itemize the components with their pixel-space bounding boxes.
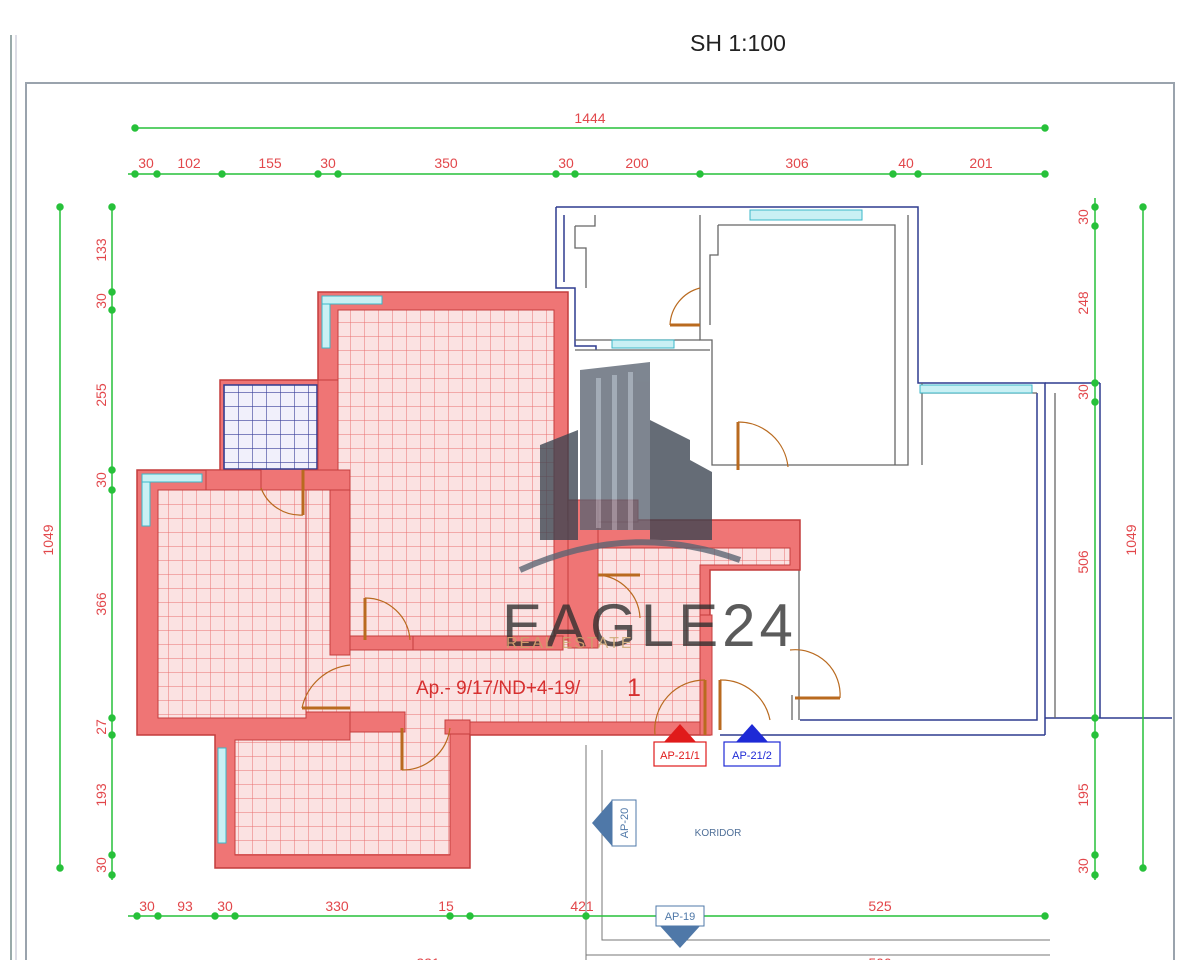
balcony bbox=[223, 384, 318, 470]
tag-label: AP-21/1 bbox=[660, 750, 700, 762]
dim-label: 350 bbox=[434, 155, 458, 171]
dim-label: 366 bbox=[93, 592, 109, 616]
dim-label: 255 bbox=[93, 383, 109, 407]
tag-ap21-1: AP-21/1 bbox=[653, 724, 707, 767]
dim-label: 221 bbox=[416, 955, 440, 960]
dim-bottom-row: 30 93 30 330 15 421 525 221 500 bbox=[139, 898, 892, 960]
watermark-brand: EAGLE24 bbox=[502, 592, 797, 659]
dim-label: 30 bbox=[320, 155, 336, 171]
neighbor-unit bbox=[555, 206, 1172, 736]
dim-label: 102 bbox=[177, 155, 201, 171]
dim-label: 133 bbox=[93, 238, 109, 262]
tag-label: AP-21/2 bbox=[732, 750, 772, 762]
dim-label: 30 bbox=[93, 857, 109, 873]
apartment-rooms bbox=[157, 309, 791, 856]
apartment-windows bbox=[141, 295, 383, 844]
dim-right-col: 30 248 30 506 195 30 bbox=[1075, 209, 1091, 874]
dimension-lines bbox=[56, 124, 1147, 920]
dim-label: 421 bbox=[570, 898, 594, 914]
dim-label: 330 bbox=[325, 898, 349, 914]
dim-left-total: 1049 bbox=[40, 524, 56, 555]
dim-top-total: 1444 bbox=[574, 110, 605, 126]
dim-label: 30 bbox=[1075, 858, 1091, 874]
tag-ap20: AP-20 bbox=[592, 799, 637, 847]
apartment-inner-walls bbox=[205, 379, 713, 736]
dim-label: 15 bbox=[438, 898, 454, 914]
dim-label: 525 bbox=[868, 898, 892, 914]
dim-label: 506 bbox=[1075, 550, 1091, 574]
dim-label: 30 bbox=[93, 472, 109, 488]
scale-label: SH 1:100 bbox=[690, 30, 786, 56]
dim-label: 30 bbox=[138, 155, 154, 171]
dim-label: 30 bbox=[1075, 209, 1091, 225]
watermark-sub: REAL ESTATE bbox=[506, 635, 634, 652]
neighbor-windows bbox=[611, 209, 1033, 394]
drawing-frame bbox=[25, 82, 1175, 960]
dim-label: 306 bbox=[785, 155, 809, 171]
dim-label: 195 bbox=[1075, 783, 1091, 807]
dim-label: 40 bbox=[898, 155, 914, 171]
dim-label: 201 bbox=[969, 155, 993, 171]
dim-label: 193 bbox=[93, 783, 109, 807]
dim-label: 500 bbox=[868, 955, 892, 960]
dim-left-col: 133 30 255 30 366 27 193 30 bbox=[93, 238, 109, 873]
dim-label: 27 bbox=[93, 719, 109, 735]
tag-ap19: AP-19 bbox=[655, 905, 705, 948]
tag-label: AP-20 bbox=[619, 808, 631, 839]
building-icon bbox=[540, 362, 712, 540]
dim-label: 200 bbox=[625, 155, 649, 171]
tag-ap21-2: AP-21/2 bbox=[723, 724, 781, 767]
watermark-logo: EAGLE24 REAL ESTATE bbox=[502, 362, 797, 659]
apartment-label-suffix: 1 bbox=[627, 674, 641, 702]
dim-label: 30 bbox=[93, 293, 109, 309]
dim-label: 30 bbox=[139, 898, 155, 914]
doors bbox=[260, 287, 841, 771]
apartment-label: Ap.- 9/17/ND+4-19/ bbox=[416, 678, 581, 699]
dim-right-total: 1049 bbox=[1123, 524, 1139, 555]
dim-label: 93 bbox=[177, 898, 193, 914]
dim-label: 30 bbox=[217, 898, 233, 914]
dim-label: 155 bbox=[258, 155, 282, 171]
tag-label: AP-19 bbox=[665, 911, 696, 923]
dim-top-row: 30 102 155 30 350 30 200 306 40 201 bbox=[138, 155, 993, 171]
corridor bbox=[585, 745, 1050, 960]
corridor-label: KORIDOR bbox=[695, 828, 742, 839]
dim-label: 30 bbox=[558, 155, 574, 171]
dim-label: 248 bbox=[1075, 291, 1091, 315]
dim-label: 30 bbox=[1075, 384, 1091, 400]
sheet-margin bbox=[10, 35, 17, 960]
